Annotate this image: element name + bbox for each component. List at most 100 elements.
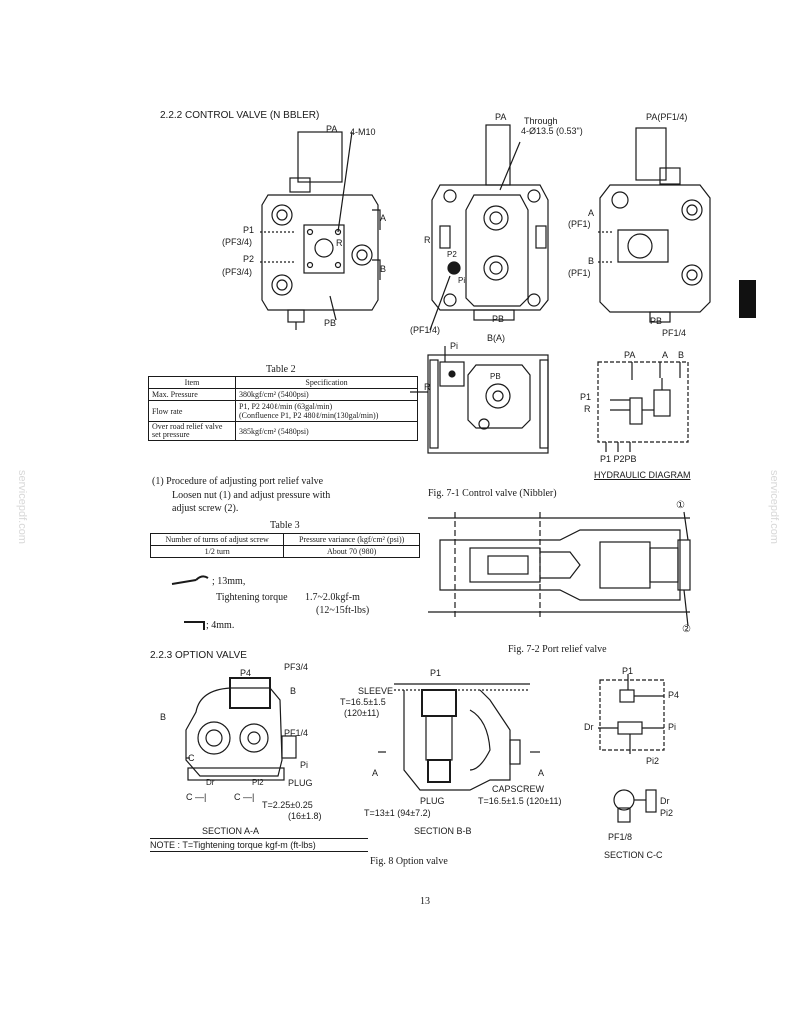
label-b-3: B: [588, 256, 595, 266]
cc-detail-dr: Dr: [660, 796, 670, 806]
cc-label-pi2: Pi2: [646, 756, 660, 766]
section-cc-title: SECTION C-C: [604, 850, 663, 860]
hex-key-size: ; 4mm.: [206, 620, 235, 631]
torque-value: 1.7~2.0kgf-m: [305, 592, 360, 603]
section-aa-title: SECTION A-A: [202, 826, 260, 836]
section-heading-option-valve: 2.2.3 OPTION VALVE: [150, 650, 247, 661]
section-tab-marker: [739, 280, 756, 318]
fig71-caption: Fig. 7-1 Control valve (Nibbler): [428, 488, 557, 499]
aa-label-b-2: B: [160, 712, 167, 722]
aa-label-p4: P4: [240, 668, 252, 678]
bb-label-a-2: A: [538, 768, 545, 778]
table-row: 1/2 turn About 70 (980): [149, 545, 420, 558]
aa-label-pf14: PF1/4: [284, 728, 309, 738]
bb-torque-plug: T=13±1 (94±7.2): [364, 808, 431, 818]
section-bb-title: SECTION B-B: [414, 826, 472, 836]
aa-label-pf34: PF3/4: [284, 662, 309, 672]
table3-cell: 1/2 turn: [149, 545, 285, 558]
table3-cell: About 70 (980): [283, 545, 420, 558]
cc-detail-pi2: Pi2: [660, 808, 674, 818]
aa-label-plug: PLUG: [288, 778, 313, 788]
label-pf14-b: PF1/4: [662, 328, 687, 338]
label-through-dim: 4-Ø13.5 (0.53"): [521, 126, 583, 136]
torque-label: Tightening torque: [216, 592, 288, 603]
torque-note: NOTE : T=Tightening torque kgf-m (ft-lbs…: [150, 838, 368, 852]
cc-detail-pf18: PF1/8: [608, 832, 633, 842]
aa-label-pi2: Pi2: [252, 778, 264, 787]
aa-label-c: C: [188, 753, 195, 763]
label-a: A: [380, 213, 387, 223]
label-pf14-a: (PF1/4): [410, 325, 441, 335]
torque-ft-lbs: (12~15ft-lbs): [316, 605, 370, 616]
bb-torque-sleeve-ft: (120±11): [344, 708, 380, 718]
hyd-label-b: B: [678, 350, 685, 360]
relief-callout-2: ②: [682, 624, 691, 635]
hyd-label-p1: P1: [580, 392, 592, 402]
label-pb-3: PB: [650, 316, 663, 326]
label-pb-4: PB: [490, 372, 501, 381]
table2-cell: 385kgf/cm² (5480psi): [235, 421, 418, 441]
label-p2-2: P2: [447, 250, 457, 259]
label-pa-2: PA: [495, 112, 507, 122]
cc-label-p4: P4: [668, 690, 680, 700]
label-a-3: A: [588, 208, 595, 218]
aa-label-c-cut-2: C —|: [234, 792, 255, 802]
label-pf1-a: (PF1): [568, 219, 591, 229]
aa-label-c-cut-1: C —|: [186, 792, 207, 802]
label-pb: PB: [324, 318, 337, 328]
label-pf34-b: (PF3/4): [222, 267, 253, 277]
bb-label-sleeve: SLEEVE: [358, 686, 394, 696]
aa-label-b-1: B: [290, 686, 297, 696]
procedure-line-1: (1) Procedure of adjusting port relief v…: [152, 476, 324, 487]
table3-title: Table 3: [270, 520, 300, 531]
label-through: Through: [524, 116, 558, 126]
label-r: R: [336, 238, 343, 248]
bb-label-a-1: A: [372, 768, 379, 778]
fig72-caption: Fig. 7-2 Port relief valve: [508, 644, 607, 655]
procedure-line-3: adjust screw (2).: [172, 503, 239, 514]
label-r-4: R: [424, 382, 431, 392]
wrench-size: ; 13mm,: [212, 576, 246, 587]
label-pf34-a: (PF3/4): [222, 237, 253, 247]
bb-torque-capscrew: T=16.5±1.5 (120±11): [478, 796, 562, 806]
label-b-a: B(A): [487, 333, 505, 343]
label-pa-pf14: PA(PF1/4): [646, 112, 688, 122]
table2: Item Specification Max. Pressure 380kgf/…: [148, 376, 418, 441]
label-4m10: 4-M10: [350, 127, 376, 137]
label-pi: Pi: [458, 276, 466, 285]
page-number: 13: [420, 896, 430, 907]
hyd-label-pa: PA: [624, 350, 636, 360]
table-row: Over road relief valve set pressure 385k…: [148, 421, 418, 441]
table3: Number of turns of adjust screw Pressure…: [149, 533, 420, 558]
table2-cell: Over road relief valve set pressure: [148, 421, 236, 441]
cc-label-pi: Pi: [668, 722, 677, 732]
hyd-label-a: A: [662, 350, 669, 360]
label-pb-2: PB: [492, 314, 505, 324]
cc-label-p1: P1: [622, 666, 634, 676]
table2-title: Table 2: [266, 364, 296, 375]
procedure-line-2: Loosen nut (1) and adjust pressure with: [172, 490, 331, 501]
hyd-label-r: R: [584, 404, 591, 414]
bb-label-p1: P1: [430, 668, 442, 678]
hydraulic-diagram-title: HYDRAULIC DIAGRAM: [594, 470, 691, 480]
relief-callout-1: ①: [676, 500, 685, 511]
label-b: B: [380, 264, 387, 274]
bb-torque-sleeve: T=16.5±1.5: [340, 697, 386, 707]
aa-torque-ft: (16±1.8): [288, 811, 322, 821]
fig8-caption: Fig. 8 Option valve: [370, 856, 448, 867]
label-pi-top: Pi: [450, 341, 459, 351]
aa-label-dr: Dr: [206, 778, 215, 787]
hyd-label-bottom: P1 P2PB: [600, 454, 637, 464]
label-pf1-b: (PF1): [568, 268, 591, 278]
cc-label-dr: Dr: [584, 722, 594, 732]
aa-torque: T=2.25±0.25: [262, 800, 313, 810]
label-p1: P1: [243, 225, 255, 235]
bb-label-capscrew: CAPSCREW: [492, 784, 545, 794]
aa-label-pi: Pi: [300, 760, 309, 770]
section-heading-control-valve: 2.2.2 CONTROL VALVE (N BBLER): [160, 110, 320, 121]
bb-label-plug: PLUG: [420, 796, 445, 806]
label-r-2: R: [424, 235, 431, 245]
label-pa-1: PA: [326, 124, 338, 134]
